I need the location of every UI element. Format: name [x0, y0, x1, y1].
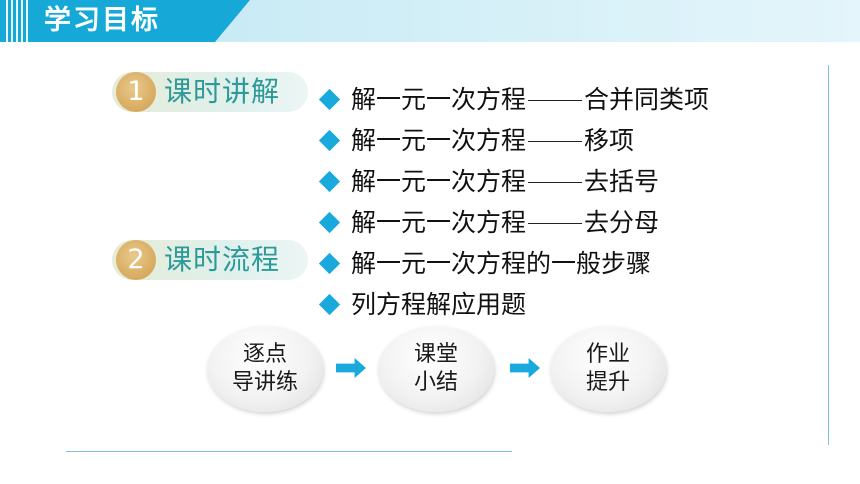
dash-divider [528, 141, 583, 142]
topic-main: 解一元一次方程 [351, 85, 527, 114]
flow-node-line2: 小结 [413, 370, 458, 395]
section-label: 课时讲解 [164, 75, 281, 108]
topic-item: 列方程解应用题 [318, 284, 709, 325]
dash-divider [528, 182, 583, 183]
topic-main: 列方程解应用题 [351, 290, 527, 319]
section-number-badge: 2 [116, 240, 156, 280]
diamond-icon [318, 88, 341, 111]
flow-node-line2: 提升 [585, 370, 630, 395]
topic-item: 解一元一次方程 合并同类项 [318, 79, 709, 120]
dash-divider [528, 100, 583, 101]
topic-main: 解一元一次方程 [351, 126, 527, 155]
topic-item: 解一元一次方程的一般步骤 [318, 243, 709, 284]
topic-list: 解一元一次方程 合并同类项 解一元一次方程 移项 解一元一次方程 去括号 解一元… [318, 79, 709, 325]
dash-divider [528, 223, 583, 224]
flow-node-practice[interactable]: 逐点 导讲练 [207, 326, 323, 412]
diamond-icon [318, 293, 341, 316]
section-pill-lecture: 1 课时讲解 [112, 72, 308, 112]
flow-node-line1: 逐点 [242, 342, 287, 367]
page-title: 学习目标 [44, 5, 160, 36]
flow-node-summary[interactable]: 课堂 小结 [378, 326, 494, 412]
flow-node-homework[interactable]: 作业 提升 [550, 326, 666, 412]
arrow-right-icon [510, 358, 540, 378]
topic-main: 解一元一次方程 [351, 208, 527, 237]
topic-item: 解一元一次方程 去括号 [318, 161, 709, 202]
diamond-icon [318, 252, 341, 275]
arrow-right-icon [336, 358, 366, 378]
topic-main: 解一元一次方程 [351, 167, 527, 196]
topic-sub: 去分母 [584, 208, 660, 237]
diamond-icon [318, 211, 341, 234]
flow-node-line1: 课堂 [413, 342, 458, 367]
topic-sub: 移项 [584, 126, 635, 155]
diamond-icon [318, 170, 341, 193]
bottom-divider-line [66, 451, 512, 452]
header-title-tab [0, 0, 250, 42]
header-stripes-decoration [6, 0, 28, 42]
flow-node-line2: 导讲练 [231, 370, 298, 395]
topic-item: 解一元一次方程 移项 [318, 120, 709, 161]
section-number-badge: 1 [116, 72, 156, 112]
flow-node-line1: 作业 [585, 342, 630, 367]
topic-sub: 去括号 [584, 167, 660, 196]
right-divider-line [828, 65, 829, 445]
topic-sub: 合并同类项 [584, 85, 710, 114]
topic-main: 解一元一次方程的一般步骤 [351, 249, 652, 278]
section-pill-process: 2 课时流程 [112, 240, 308, 280]
topic-item: 解一元一次方程 去分母 [318, 202, 709, 243]
section-label: 课时流程 [164, 243, 281, 276]
diamond-icon [318, 129, 341, 152]
